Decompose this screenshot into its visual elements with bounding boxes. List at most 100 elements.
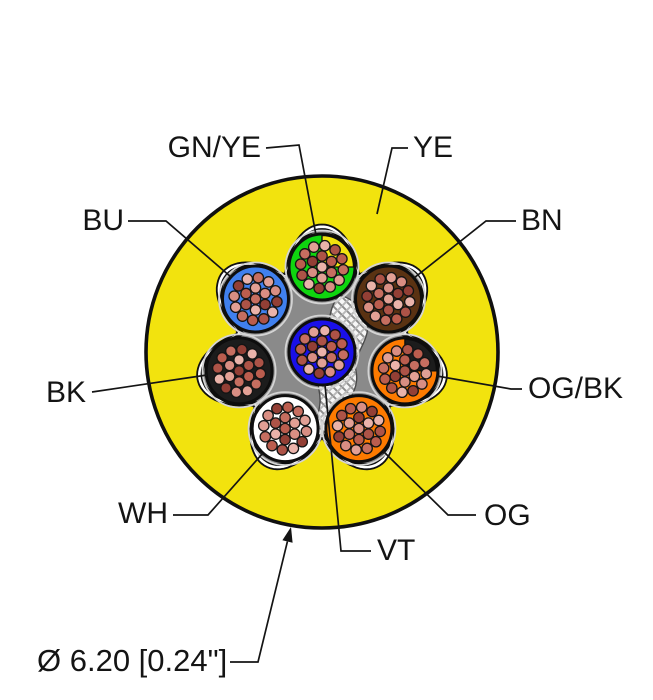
strand [331,419,344,432]
strand [389,370,402,383]
strand [269,284,282,297]
strand [373,298,385,311]
strand [325,255,338,268]
strand [279,411,291,424]
strand [379,314,392,327]
strand [336,337,348,350]
leader-bk [91,374,208,393]
strand [306,255,319,268]
conductor-wrap-bn [351,261,426,337]
strand [259,298,271,311]
strand [316,357,328,369]
strand [336,252,348,265]
strand [374,273,387,285]
strand [262,276,275,288]
strand [303,363,315,375]
strand [377,362,390,374]
strand [318,324,331,337]
label-bk: BK [46,376,86,409]
strand [353,411,365,424]
strand [344,402,357,415]
strand [306,340,319,353]
strand [399,376,411,388]
strand [318,239,331,252]
strand [313,367,326,380]
leader-lines [91,144,522,663]
strand [279,422,291,435]
strand [350,444,362,456]
strand [223,359,236,372]
strand [230,386,243,399]
strand [324,281,337,293]
strand [249,304,262,316]
strand [418,356,431,369]
conductor-wh [250,394,320,464]
strand [307,326,320,338]
strand [316,346,328,358]
strand [355,401,368,414]
strand [402,284,415,297]
strand [382,293,395,305]
conductor-wrap-gnye [284,229,360,305]
strand [252,271,265,284]
strand [389,359,402,372]
strand [369,310,382,322]
strand [296,269,308,282]
strand [220,382,232,394]
conductor-wrap-bu [218,261,293,337]
conductor-bundle [201,229,443,467]
strand [372,414,385,427]
strand [296,435,309,448]
strand [233,354,245,366]
conductor-wrap-bk [201,333,277,409]
strand [307,241,320,253]
strand [412,348,424,360]
strand [396,386,408,399]
strand [229,301,242,314]
strand [269,417,282,429]
strand [292,405,305,418]
strand [361,442,373,455]
leader-bn [413,220,516,279]
strand [269,428,282,440]
strand [325,266,338,279]
strand [379,373,391,385]
strand [408,359,421,372]
conductor-gnye [287,232,357,302]
strand [362,417,375,429]
strand [300,425,313,438]
label-ye: YE [413,131,453,164]
dimension-arrowhead [282,527,293,543]
leader-gnye [265,144,317,236]
strand [399,354,411,366]
strand [299,414,311,427]
strand [374,425,387,438]
strand [313,282,326,295]
strand [232,280,245,292]
strand [228,290,241,303]
strand [266,439,278,452]
strand [333,274,345,286]
label-gnye: GN/YE [168,131,261,164]
strand [382,304,395,316]
conductor-bk [204,336,274,406]
strand [259,430,272,443]
strand [416,378,428,390]
strand [259,287,271,300]
strand [276,444,289,456]
strand [282,401,294,414]
strand [333,430,345,443]
strand [211,362,224,374]
conductor-vt [287,317,357,387]
strand [254,367,267,380]
strand [253,356,265,369]
strand [385,271,398,284]
strand [316,272,328,284]
strand [294,258,307,271]
leader-ye [376,147,408,215]
strand [296,354,308,367]
strand [294,343,307,356]
strand [271,402,283,415]
strand [306,266,319,279]
